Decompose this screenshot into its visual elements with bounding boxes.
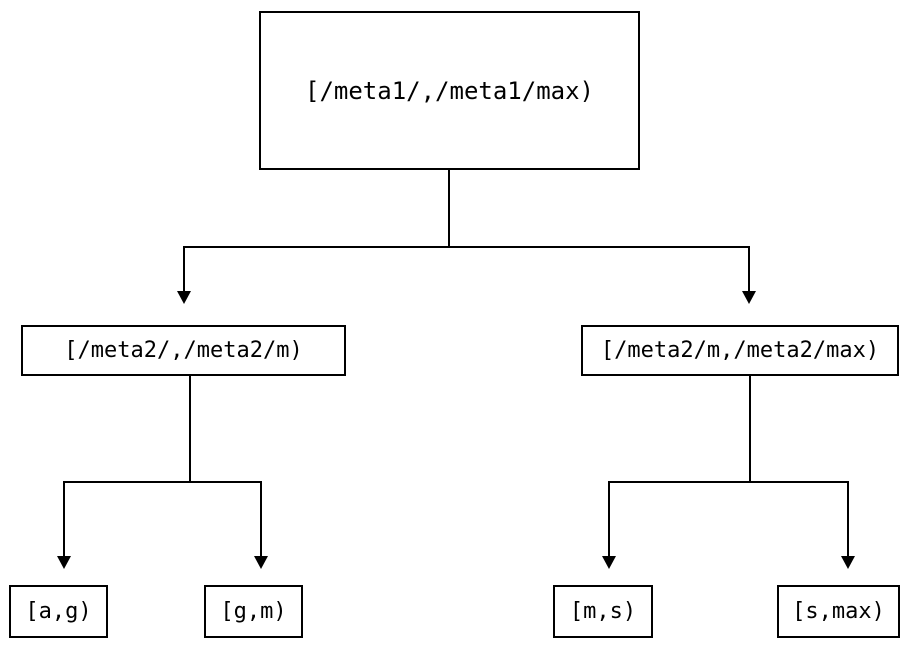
tree-node-leaf-gm-label: [g,m) (220, 598, 287, 624)
edge-mid-right-branch-bar (608, 481, 849, 483)
edge-mid-left-stem (189, 376, 191, 482)
arrowhead-down-icon-leaf-ag (57, 556, 71, 569)
tree-node-root-label: [/meta1/,/meta1/max) (305, 76, 594, 105)
tree-node-mid-left[interactable]: [/meta2/,/meta2/m) (21, 325, 346, 376)
arrowhead-down-icon-leaf-ms (602, 556, 616, 569)
tree-node-leaf-gm[interactable]: [g,m) (204, 585, 303, 638)
arrowhead-down-icon-leaf-smax (841, 556, 855, 569)
arrowhead-down-icon-mid-left (177, 291, 191, 304)
tree-node-leaf-ag-label: [a,g) (25, 598, 92, 624)
arrowhead-down-icon-mid-right (742, 291, 756, 304)
tree-node-leaf-smax-label: [s,max) (792, 598, 885, 624)
edge-mid-left-to-leaf-gm (260, 481, 262, 557)
tree-node-mid-right[interactable]: [/meta2/m,/meta2/max) (581, 325, 899, 376)
edge-root-branch-bar (183, 246, 750, 248)
edge-root-to-mid-left (183, 246, 185, 292)
edge-root-stem (448, 170, 450, 247)
tree-node-leaf-ms[interactable]: [m,s) (553, 585, 653, 638)
edge-mid-left-branch-bar (63, 481, 262, 483)
edge-mid-right-to-leaf-ms (608, 481, 610, 557)
arrowhead-down-icon-leaf-gm (254, 556, 268, 569)
edge-mid-right-stem (749, 376, 751, 482)
edge-mid-right-to-leaf-smax (847, 481, 849, 557)
tree-node-root[interactable]: [/meta1/,/meta1/max) (259, 11, 640, 170)
edge-mid-left-to-leaf-ag (63, 481, 65, 557)
tree-node-mid-right-label: [/meta2/m,/meta2/max) (600, 337, 880, 363)
tree-node-mid-left-label: [/meta2/,/meta2/m) (64, 337, 303, 363)
tree-node-leaf-ag[interactable]: [a,g) (9, 585, 108, 638)
tree-node-leaf-ms-label: [m,s) (569, 598, 637, 624)
edge-root-to-mid-right (748, 246, 750, 292)
tree-node-leaf-smax[interactable]: [s,max) (777, 585, 900, 638)
